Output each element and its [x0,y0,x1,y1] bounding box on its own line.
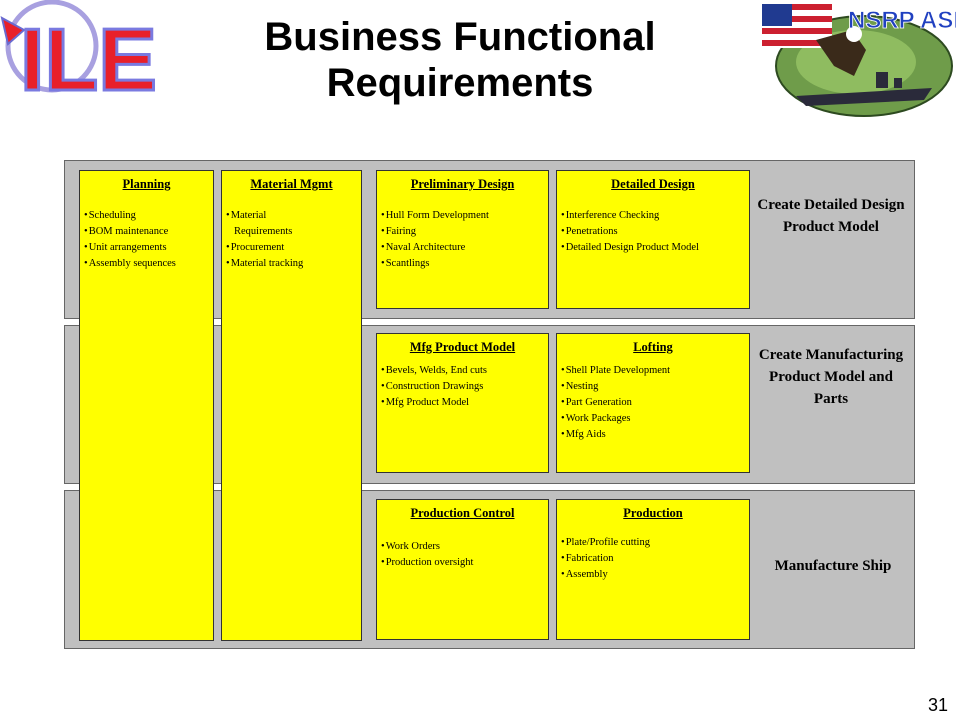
production-control-box: Production Control Work Orders Productio… [376,499,549,640]
mfg-product-model-item: Mfg Product Model [381,395,544,411]
production-control-title: Production Control [410,506,515,520]
detailed-design-item: Interference Checking [561,208,745,224]
lofting-item: Shell Plate Development [561,363,745,379]
planning-item: Scheduling [84,208,209,224]
planning-item: Assembly sequences [84,256,209,272]
band-label-manufacturing-model: Create Manufacturing Product Model and P… [758,347,904,407]
lofting-item: Mfg Aids [561,427,745,443]
detailed-design-title: Detailed Design [611,177,695,191]
ile-logo: ILE [0,0,158,106]
production-control-item: Production oversight [381,555,544,571]
band-label-detailed-design: Create Detailed Design Product Model [757,197,905,235]
production-item: Plate/Profile cutting [561,535,745,551]
planning-box: Planning Scheduling BOM maintenance Unit… [79,170,214,641]
preliminary-design-title: Preliminary Design [410,177,515,191]
preliminary-design-item: Fairing [381,224,544,240]
production-title: Production [623,506,683,520]
production-item: Fabrication [561,551,745,567]
title-line-2: Requirements [326,61,594,105]
planning-item: BOM maintenance [84,224,209,240]
slide-number: 31 [927,695,948,715]
production-box: Production Plate/Profile cutting Fabrica… [556,499,750,640]
production-item: Assembly [561,567,745,583]
lofting-box: Lofting Shell Plate Development Nesting … [556,333,750,473]
mfg-product-model-title: Mfg Product Model [409,340,516,354]
preliminary-design-item: Naval Architecture [381,240,544,256]
mfg-product-model-item: Construction Drawings [381,379,544,395]
material-mgmt-title: Material Mgmt [250,177,333,191]
lofting-item: Part Generation [561,395,745,411]
production-control-item: Work Orders [381,539,544,555]
slide-title: Business Functional Requirements [240,14,680,106]
mfg-product-model-box: Mfg Product Model Bevels, Welds, End cut… [376,333,549,473]
lofting-item: Nesting [561,379,745,395]
band-label-manufacture-ship: Manufacture Ship [774,558,892,574]
ile-logo-text: ILE [20,10,157,106]
mfg-product-model-item: Bevels, Welds, End cuts [381,363,544,379]
lofting-title: Lofting [633,340,673,354]
detailed-design-item: Detailed Design Product Model [561,240,745,256]
material-mgmt-item: Procurement [226,240,357,256]
preliminary-design-box: Preliminary Design Hull Form Development… [376,170,549,309]
material-mgmt-item: Material tracking [226,256,357,272]
preliminary-design-item: Scantlings [381,256,544,272]
preliminary-design-item: Hull Form Development [381,208,544,224]
lofting-item: Work Packages [561,411,745,427]
planning-item: Unit arrangements [84,240,209,256]
detailed-design-item: Penetrations [561,224,745,240]
detailed-design-box: Detailed Design Interference Checking Pe… [556,170,750,309]
title-line-1: Business Functional [264,15,656,59]
nsrp-ase-logo: NSRP ASE [762,4,956,117]
planning-title: Planning [122,177,171,191]
nsrp-logo-text: NSRP ASE [848,7,956,34]
